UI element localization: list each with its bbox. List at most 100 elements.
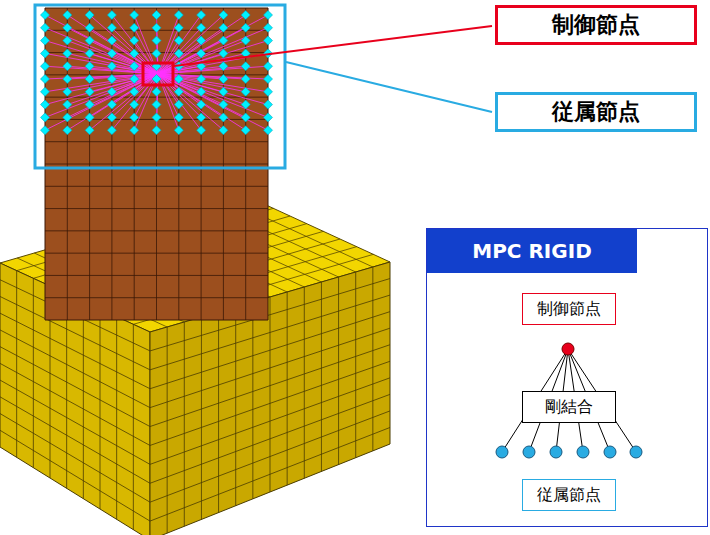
slave-node-dot	[264, 36, 273, 45]
slave-node-dot	[107, 23, 116, 32]
mesh-line	[66, 294, 67, 489]
panel-header: MPC RIGID	[427, 229, 637, 273]
mesh-line	[150, 427, 390, 521]
rigid-link	[45, 74, 158, 117]
mesh-line	[45, 186, 268, 187]
slave-node-dot	[130, 11, 139, 20]
mesh-line	[321, 282, 322, 471]
mesh-line	[372, 267, 373, 451]
mesh-line	[45, 141, 268, 142]
slave-node-dot	[152, 113, 161, 122]
mesh-face	[45, 8, 268, 320]
rigid-link	[90, 66, 158, 74]
slave-node-dot	[85, 126, 94, 135]
rigid-link	[158, 74, 246, 105]
mesh-line	[150, 361, 390, 445]
mesh-line	[45, 275, 268, 276]
slave-node-dot	[264, 62, 273, 71]
slave-node-dot	[63, 126, 72, 135]
slave-node-dot	[219, 75, 228, 84]
mesh-line	[33, 278, 34, 467]
slave-node-dot	[85, 100, 94, 109]
rigid-link	[45, 74, 158, 105]
slave-node-dot	[152, 75, 161, 84]
slave-node-dot	[85, 36, 94, 45]
master-marker	[143, 63, 173, 85]
mesh-line	[0, 430, 150, 521]
mesh-line	[0, 380, 150, 464]
slave-node-dot	[241, 126, 250, 135]
rigid-link	[45, 15, 158, 74]
slave-node-symbol	[523, 446, 535, 458]
leader-line	[286, 62, 492, 112]
slave-node-dot	[41, 113, 50, 122]
mesh-line	[0, 414, 150, 503]
slave-node-dot	[197, 49, 206, 58]
slave-node-dot	[174, 126, 183, 135]
slave-node-dot	[241, 36, 250, 45]
slave-node-dot	[174, 11, 183, 20]
slave-node-dot	[241, 87, 250, 96]
slave-node-dot	[85, 62, 94, 71]
slave-node-dot	[130, 62, 139, 71]
rigid-link	[112, 15, 158, 74]
callout-box: 制御節点	[495, 5, 697, 45]
mesh-line	[270, 297, 271, 492]
slave-node-dot	[174, 113, 183, 122]
mesh-line	[287, 292, 288, 485]
slave-node-dot	[85, 113, 94, 122]
slave-node-dot	[241, 62, 250, 71]
rigid-link	[112, 74, 158, 130]
slave-node-dot	[174, 49, 183, 58]
mesh-line	[150, 328, 390, 407]
slave-node-dot	[107, 11, 116, 20]
node-label: 従属節点	[552, 97, 640, 127]
mesh-line	[167, 327, 168, 533]
slave-node-dot	[152, 23, 161, 32]
slave-node-dot	[197, 87, 206, 96]
label-box: 剛結合	[522, 391, 616, 423]
slave-node-dot	[85, 23, 94, 32]
slave-node-symbol	[630, 446, 642, 458]
mesh-line	[45, 297, 268, 298]
slave-node-dot	[107, 62, 116, 71]
rigid-link	[45, 74, 158, 130]
slave-node-dot	[107, 49, 116, 58]
label-box: 従属節点	[522, 479, 616, 511]
rigid-link	[158, 15, 246, 74]
slave-node-dot	[219, 49, 228, 58]
slave-node-dot	[197, 126, 206, 135]
slave-node-dot	[241, 100, 250, 109]
mesh-line	[133, 324, 134, 529]
rigid-link	[90, 74, 158, 117]
slave-node-symbol	[550, 446, 562, 458]
label-box: 制御節点	[522, 293, 616, 325]
mesh-line	[45, 253, 268, 254]
node-label: 剛結合	[545, 397, 593, 418]
slave-node-dot	[219, 113, 228, 122]
slave-node-dot	[152, 126, 161, 135]
slave-node-dot	[63, 75, 72, 84]
slave-node-dot	[219, 100, 228, 109]
mesh-line	[150, 394, 390, 483]
slave-node-dot	[41, 126, 50, 135]
slave-node-dot	[219, 11, 228, 20]
rigid-link	[112, 74, 158, 117]
mesh-line	[16, 271, 17, 458]
slave-node-dot	[264, 87, 273, 96]
mesh-line	[338, 277, 339, 465]
slave-node-dot	[41, 36, 50, 45]
slave-node-dot	[219, 23, 228, 32]
slave-node-dot	[85, 11, 94, 20]
slave-node-dot	[241, 75, 250, 84]
slave-node-dot	[63, 113, 72, 122]
mesh-line	[0, 313, 150, 389]
slave-node-dot	[107, 75, 116, 84]
slave-node-dot	[85, 87, 94, 96]
mesh-line	[116, 317, 117, 520]
rigid-schema	[496, 343, 642, 458]
mesh-line	[0, 330, 150, 408]
slave-node-dot	[107, 36, 116, 45]
rigid-link	[112, 28, 158, 74]
